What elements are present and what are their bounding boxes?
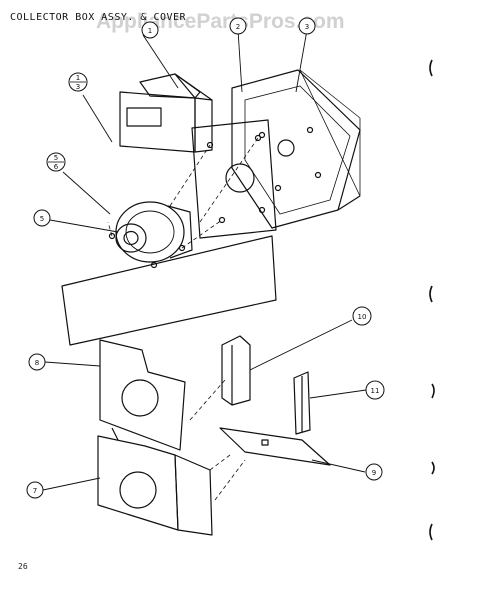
svg-text:1: 1 bbox=[148, 27, 152, 35]
sensor-block-10 bbox=[221, 335, 251, 406]
gasket-outline bbox=[61, 235, 277, 346]
edge-marks bbox=[429, 59, 435, 541]
callout-9: 9 bbox=[365, 463, 383, 481]
svg-text:1: 1 bbox=[76, 74, 80, 82]
callout-8: 8 bbox=[28, 353, 46, 371]
page-number: 26 bbox=[18, 562, 28, 571]
collector-box bbox=[119, 73, 213, 153]
svg-text:7: 7 bbox=[33, 487, 37, 495]
sensor-block-11 bbox=[293, 371, 311, 435]
svg-text:8: 8 bbox=[35, 359, 39, 367]
svg-text:5: 5 bbox=[40, 215, 44, 223]
callout-1-over-3: 1 3 bbox=[68, 72, 88, 92]
diagram-title: COLLECTOR BOX ASSY. & COVER bbox=[10, 12, 187, 23]
collector-cover bbox=[231, 69, 361, 229]
callout-3: 3 bbox=[298, 17, 316, 35]
mounting-bracket bbox=[219, 427, 331, 466]
svg-text:10: 10 bbox=[358, 313, 367, 321]
callout-11: 11 bbox=[365, 380, 385, 400]
callout-2: 2 bbox=[229, 17, 247, 35]
callout-7: 7 bbox=[26, 481, 44, 499]
lower-guide-lines bbox=[189, 379, 246, 501]
assembly-guide-lines bbox=[107, 137, 259, 249]
leader-lines bbox=[42, 29, 367, 491]
rear-panel bbox=[97, 427, 213, 536]
callout-1: 1 bbox=[141, 21, 159, 39]
svg-text:3: 3 bbox=[305, 23, 309, 31]
watermark: AppliancePartsPros.com bbox=[96, 10, 345, 33]
gasket bbox=[191, 119, 277, 239]
callouts: 1 2 3 1 3 5 6 bbox=[26, 17, 385, 499]
svg-text:11: 11 bbox=[371, 387, 380, 395]
svg-text:3: 3 bbox=[76, 83, 80, 91]
svg-text:5: 5 bbox=[54, 154, 58, 162]
svg-text:9: 9 bbox=[372, 469, 376, 477]
callout-5: 5 bbox=[33, 209, 51, 227]
callout-5-over-6: 5 6 bbox=[46, 152, 66, 172]
svg-text:2: 2 bbox=[236, 23, 240, 31]
front-panel bbox=[99, 339, 186, 451]
callout-10: 10 bbox=[352, 306, 372, 326]
svg-text:6: 6 bbox=[54, 163, 59, 171]
